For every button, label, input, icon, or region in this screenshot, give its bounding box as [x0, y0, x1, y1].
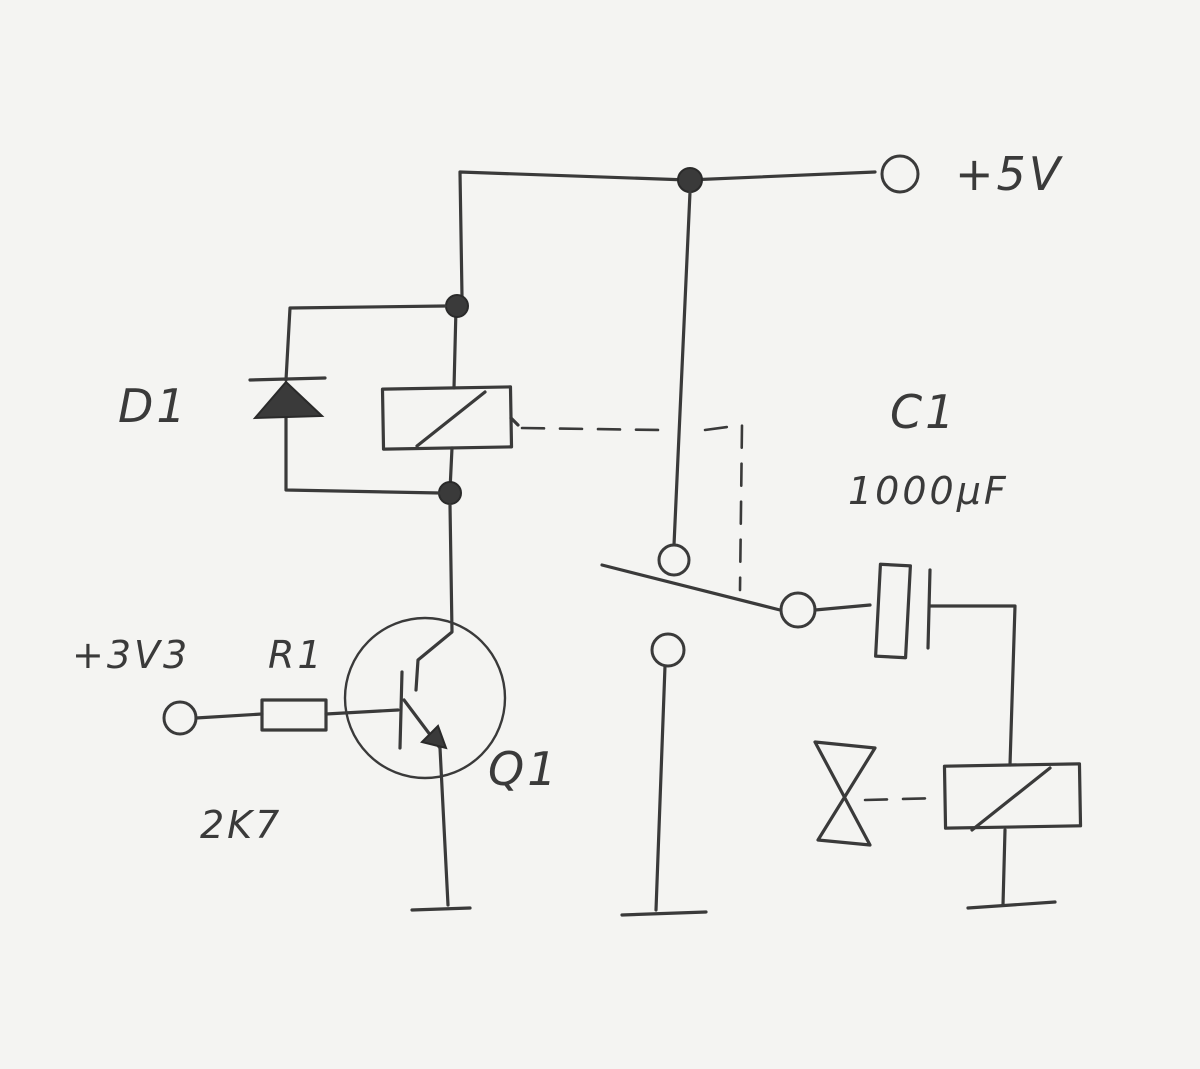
load-coil	[942, 762, 1083, 910]
terminal-5v	[880, 154, 920, 194]
valve-icon	[813, 740, 877, 847]
label-resistor-value: 2K7	[200, 803, 282, 847]
flyback-diode	[248, 304, 447, 495]
label-resistor: R1	[268, 633, 325, 677]
relay-link-dashed	[703, 423, 744, 592]
junction-dot	[677, 167, 703, 193]
label-supply-5v: +5V	[955, 147, 1064, 201]
relay-coil	[380, 306, 520, 492]
relay-link-dashed	[520, 426, 662, 432]
relay-switch	[600, 190, 817, 917]
label-transistor: Q1	[488, 742, 559, 796]
valve-link-dashed	[863, 796, 942, 802]
resistor-r1	[162, 698, 400, 736]
label-capacitor-value: 1000µF	[848, 469, 1009, 513]
junction-dot	[445, 294, 469, 318]
transistor-q1	[343, 503, 507, 912]
supply-rail	[458, 154, 920, 298]
label-diode: D1	[118, 379, 189, 433]
terminal-3v3	[162, 700, 198, 736]
label-capacitor: C1	[890, 385, 957, 439]
junction-dot	[438, 481, 462, 505]
label-supply-3v3: +3V3	[72, 633, 190, 677]
capacitor-c1	[813, 562, 1017, 767]
